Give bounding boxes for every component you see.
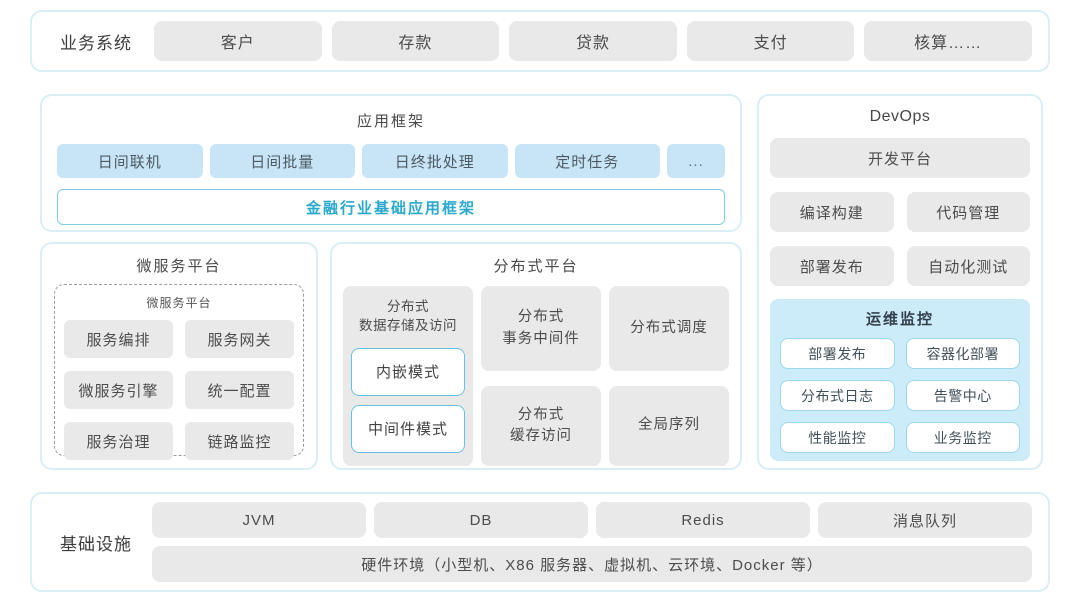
tool-deploy-release: 部署发布 xyxy=(770,246,894,286)
embedded-mode-block: 内嵌模式 xyxy=(351,347,465,396)
distributed-platform-title: 分布式平台 xyxy=(493,258,579,275)
distributed-scheduling-block: 分布式调度 xyxy=(609,286,729,371)
infra-jvm-block: JVM xyxy=(152,502,366,538)
monitor-business: 业务监控 xyxy=(905,422,1020,453)
tool-automated-testing: 自动化测试 xyxy=(906,246,1030,286)
business-block-loan: 贷款 xyxy=(509,21,677,61)
app-framework-panel: 应用框架 日间联机 日间批量 日终批处理 定时任务 ... 金融行业基础应用框架 xyxy=(40,94,742,232)
infra-message-queue-block: 消息队列 xyxy=(818,502,1032,538)
infrastructure-layer: 基础设施 JVM DB Redis 消息队列 硬件环境（小型机、X86 服务器、… xyxy=(30,492,1050,592)
micro-trace-monitoring: 链路监控 xyxy=(185,422,294,460)
distributed-storage-title: 分布式 数据存储及访问 xyxy=(359,299,457,333)
monitor-container-deploy: 容器化部署 xyxy=(905,338,1020,369)
microservice-platform-title: 微服务平台 xyxy=(136,258,222,275)
distributed-cache-block: 分布式 缓存访问 xyxy=(481,386,601,466)
distributed-col-right: 分布式调度 全局序列 xyxy=(609,286,729,466)
dev-platform-block: 开发平台 xyxy=(770,138,1030,178)
microservice-grid: 服务编排 服务网关 微服务引擎 统一配置 服务治理 链路监控 xyxy=(64,320,294,460)
module-daytime-online: 日间联机 xyxy=(57,144,203,178)
monitor-deploy-release: 部署发布 xyxy=(780,338,895,369)
devops-panel: DevOps 开发平台 编译构建 代码管理 部署发布 自动化测试 运维监控 部署… xyxy=(757,94,1043,470)
business-layer-label: 业务系统 xyxy=(60,33,132,53)
business-block-accounting: 核算…… xyxy=(864,21,1032,61)
tool-code-management: 代码管理 xyxy=(906,192,1030,232)
hardware-environment-block: 硬件环境（小型机、X86 服务器、虚拟机、云环境、Docker 等） xyxy=(152,546,1032,582)
app-framework-modules-row: 日间联机 日间批量 日终批处理 定时任务 ... xyxy=(57,144,725,178)
monitor-performance: 性能监控 xyxy=(780,422,895,453)
micro-service-orchestration: 服务编排 xyxy=(64,320,173,358)
infra-redis-block: Redis xyxy=(596,502,810,538)
module-more: ... xyxy=(667,144,725,178)
infra-db-block: DB xyxy=(374,502,588,538)
distributed-col-middle: 分布式 事务中间件 分布式 缓存访问 xyxy=(481,286,601,466)
business-block-customer: 客户 xyxy=(154,21,322,61)
micro-unified-config: 统一配置 xyxy=(185,371,294,409)
module-scheduled-task: 定时任务 xyxy=(514,144,660,178)
distributed-columns: 分布式 数据存储及访问 内嵌模式 中间件模式 分布式 事务中间件 分布式 缓存访… xyxy=(343,286,729,466)
microservice-inner-title: 微服务平台 xyxy=(146,296,212,310)
ops-monitoring-title: 运维监控 xyxy=(865,311,934,328)
micro-service-governance: 服务治理 xyxy=(64,422,173,460)
distributed-platform-panel: 分布式平台 分布式 数据存储及访问 内嵌模式 中间件模式 分布式 事务中间件 分… xyxy=(330,242,742,470)
devops-title: DevOps xyxy=(869,108,931,125)
app-framework-title: 应用框架 xyxy=(356,113,425,130)
micro-service-engine: 微服务引擎 xyxy=(64,371,173,409)
distributed-transaction-block: 分布式 事务中间件 xyxy=(481,286,601,371)
business-block-deposit: 存款 xyxy=(331,21,500,61)
microservice-platform-panel: 微服务平台 微服务平台 服务编排 服务网关 微服务引擎 统一配置 服务治理 链路… xyxy=(40,242,318,470)
business-systems-layer: 业务系统 客户 存款 贷款 支付 核算…… xyxy=(30,10,1050,72)
devops-tools-grid: 编译构建 代码管理 部署发布 自动化测试 xyxy=(770,192,1030,286)
infrastructure-layer-label: 基础设施 xyxy=(60,534,132,554)
distributed-storage-block: 分布式 数据存储及访问 内嵌模式 中间件模式 xyxy=(343,286,473,466)
micro-service-gateway: 服务网关 xyxy=(185,320,294,358)
monitor-alert-center: 告警中心 xyxy=(905,380,1020,411)
ops-monitoring-grid: 部署发布 容器化部署 分布式日志 告警中心 性能监控 业务监控 xyxy=(780,338,1020,453)
monitor-distributed-log: 分布式日志 xyxy=(780,380,895,411)
tool-compile-build: 编译构建 xyxy=(770,192,894,232)
middleware-mode-block: 中间件模式 xyxy=(351,404,465,453)
global-sequence-block: 全局序列 xyxy=(609,386,729,466)
ops-monitoring-panel: 运维监控 部署发布 容器化部署 分布式日志 告警中心 性能监控 业务监控 xyxy=(770,299,1030,461)
infrastructure-row: JVM DB Redis 消息队列 xyxy=(152,502,1032,538)
module-eod-batch: 日终批处理 xyxy=(362,144,508,178)
infrastructure-content: JVM DB Redis 消息队列 硬件环境（小型机、X86 服务器、虚拟机、云… xyxy=(152,502,1032,582)
business-block-payment: 支付 xyxy=(686,21,855,61)
module-daytime-batch: 日间批量 xyxy=(209,144,355,178)
microservice-inner-box: 微服务平台 服务编排 服务网关 微服务引擎 统一配置 服务治理 链路监控 xyxy=(54,284,304,460)
finance-base-framework-block: 金融行业基础应用框架 xyxy=(57,189,725,225)
